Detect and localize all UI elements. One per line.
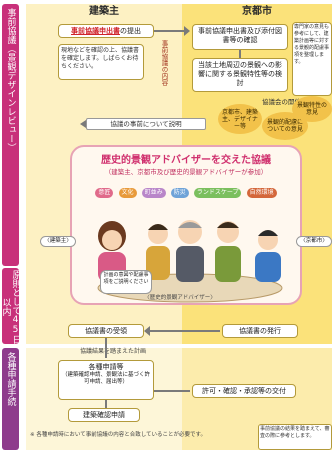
landscape-survey-box: 当該土地周辺の景観への影響に関する景観特性等の検討 (192, 58, 288, 92)
person-city-official (255, 230, 281, 282)
plan-explanation-note: 計画の意図や配慮事項をご説明ください (100, 270, 152, 294)
review-documents-box: 事前協議申出書及び添付図書等の確認 (192, 24, 288, 50)
sidebar-deadline-label: 原則として45日以内 (2, 270, 19, 344)
chip-culture: 文化 (118, 188, 137, 198)
sidebar-applications-label: 各種申請手続 (5, 352, 16, 406)
chip-townscape: 町並み (141, 188, 166, 198)
building-confirmation-box: 建築確認申請 (68, 408, 140, 422)
submit-application-rest: の提出 (120, 27, 141, 35)
submit-application-box: 事前協議申出書の提出 (58, 24, 154, 38)
arrow-review-down (239, 50, 241, 58)
footnote: ※ 各種申請時において事前協議の内容と合致していることが必要です。 (30, 432, 206, 438)
issue-consultation-box: 協議書の発行 (222, 324, 298, 338)
applications-title: 各種申請等 (88, 363, 124, 371)
survey-note: 専門家の意見も参考にして、建築計画等に対する景観的配慮事項を整理します。 (292, 22, 332, 96)
expertise-chips: 意匠 文化 町並み 防災 ランドスケープ 自然環境 (72, 179, 300, 198)
person-advisor (176, 220, 204, 282)
review-reference-note: 事前協議の結果を踏まえて、審査の際に参考とします。 (258, 424, 332, 450)
consultation-explanation-label: 協議の事前について説明 (86, 118, 206, 130)
chip-landscape: ランドスケープ (193, 188, 242, 198)
chip-design: 意匠 (95, 188, 114, 198)
meeting-subtitle: （建築主、京都市及び歴史的景観アドバイザーが参加） (104, 168, 268, 176)
advisor-caption: 〈歴史的景観アドバイザー〉 (144, 295, 216, 301)
speech-city: 〈京都市〉 (296, 236, 332, 247)
plan-arrow-note: 協議結果を踏まえた計画 (80, 348, 147, 355)
bubble-participants: 京都市、建築主、デザイナー等 (218, 104, 262, 134)
column-header-city: 京都市 (242, 6, 272, 17)
arrow-issue-to-receive (146, 330, 220, 332)
applications-note: （建築確認申請、景観法に基づく許可申請、届出等） (61, 372, 150, 385)
submit-note: 現地などを確認の上、協議書を確定します。しばらくお待ちください。 (58, 44, 144, 80)
bubble-character-opinion: 景観特性の意見 (292, 96, 332, 122)
arrow-app-down (105, 400, 107, 408)
person-advisor-glasses (215, 221, 241, 282)
applications-box: 各種申請等 （建築確認申請、景観法に基づく許可申請、届出等） (58, 360, 154, 400)
sidebar-deadline: 原則として45日以内 (2, 268, 19, 344)
arrow-app-to-permit (154, 390, 190, 392)
meeting-title: 歴史的景観アドバイザーを交えた協議 (101, 155, 271, 166)
sidebar-preconsultation-label: 事前協議（景観デザインレビュー） (5, 8, 16, 152)
submit-application-red: 事前協議申出書 (71, 27, 120, 35)
column-header-builder: 建築主 (89, 6, 119, 17)
arrow-head-submit (184, 26, 190, 36)
person-designer (146, 224, 170, 280)
sidebar-preconsultation: 事前協議（景観デザインレビュー） (2, 4, 19, 266)
meeting-held-label: 協議会の開催 (262, 98, 301, 106)
chip-disaster: 防災 (170, 188, 189, 198)
chip-nature: 自然環境 (246, 188, 277, 198)
permit-issue-box: 許可・確認・承認等の交付 (192, 384, 296, 398)
speech-builder: 〈建築主〉 (40, 236, 76, 247)
preconsultation-content-label: 事前協議の内容 (160, 40, 168, 86)
arrow-submit-to-city (154, 30, 186, 32)
receive-consultation-box: 協議書の受領 (68, 324, 144, 338)
sidebar-applications: 各種申請手続 (2, 348, 19, 450)
arrow-head-receive (144, 326, 150, 336)
arrow-receive-down (105, 338, 107, 358)
arrow-head-left (80, 120, 86, 128)
